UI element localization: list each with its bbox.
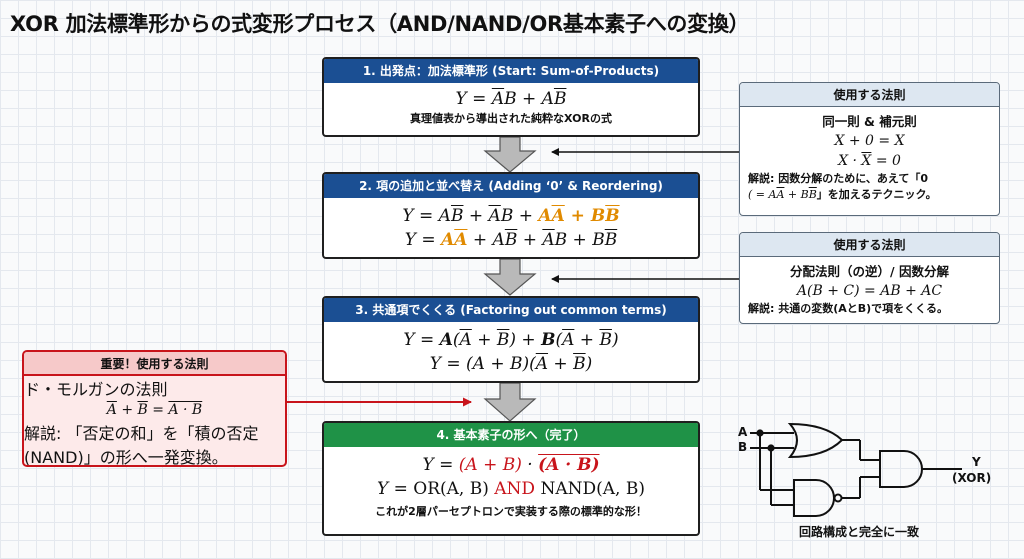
step-2-header: 2. 項の追加と並べ替え (Adding ‘0’ & Reordering)	[324, 174, 698, 198]
rule-box-2: 使用する法則 分配法則（の逆）/ 因数分解 A(B + C) = AB + AC…	[739, 232, 1000, 324]
step-3-equation-1: Y = A(A + B) + B(A + B)	[403, 330, 619, 350]
step-4-box: 4. 基本素子の形へ（完了） Y = (A + B) · (A · B) Y =…	[322, 421, 700, 536]
important-box: 重要！使用する法則 ド・モルガンの法則 A + B = A · B 解説: 「否…	[22, 350, 287, 467]
step-1-box: 1. 出発点：加法標準形 (Start: Sum-of-Products) Y …	[322, 57, 700, 137]
circuit-input-b: B	[738, 440, 748, 454]
flow-arrow-2	[483, 258, 537, 296]
circuit-caption: 回路構成と完全に一致	[799, 525, 920, 539]
rule-1-header: 使用する法則	[740, 83, 999, 107]
step-3-equation-2: Y = (A + B)(A + B)	[429, 354, 593, 374]
rule-1-identity: X + 0 = X	[834, 133, 905, 149]
nand-gate	[793, 479, 835, 517]
step-1-note: 真理値表から導出された純粋なXORの式	[410, 112, 612, 125]
step-1-header: 1. 出発点：加法標準形 (Start: Sum-of-Products)	[324, 59, 698, 83]
page-title: XOR 加法標準形からの式変形プロセス（AND/NAND/OR基本素子への変換）	[10, 12, 750, 36]
step-2-equation-1: Y = AB + AB + AA + BB	[402, 206, 620, 226]
rule-1-explanation-2-text: 」を加えるテクニック。	[816, 188, 937, 201]
rule-2-title: 分配法則（の逆）/ 因数分解	[790, 264, 949, 279]
step-3-box: 3. 共通項でくくる (Factoring out common terms) …	[322, 296, 700, 383]
circuit-output-y: Y	[972, 455, 981, 469]
step-4-note: これが2層パーセプトロンで実装する際の標準的な形！	[375, 505, 647, 518]
xor-circuit	[750, 422, 962, 517]
rule-1-explanation-2: ( = AA + BB」を加えるテクニック。	[748, 188, 937, 201]
rule-2-explanation: 解説: 共通の変数(AとB)で項をくくる。	[748, 302, 948, 315]
important-explanation-2: (NAND)」の形へ一発変換。	[24, 448, 228, 467]
step-1-equation: Y = AB + AB	[455, 89, 567, 109]
step-4-and-label: AND	[494, 479, 536, 499]
step-4-header: 4. 基本素子の形へ（完了）	[324, 423, 698, 447]
de-morgan-equation: A + B = A · B	[106, 402, 203, 418]
step-2-box: 2. 項の追加と並べ替え (Adding ‘0’ & Reordering) Y…	[322, 172, 700, 259]
important-explanation-1: 解説: 「否定の和」を「積の否定	[24, 424, 259, 443]
step-3-header: 3. 共通項でくくる (Factoring out common terms)	[324, 298, 698, 322]
flow-arrow-1	[483, 136, 537, 173]
rule-1-complement: X · X = 0	[838, 153, 901, 169]
rule-box-1: 使用する法則 同一則 & 補元則 X + 0 = X X · X = 0 解説:…	[739, 82, 1000, 216]
step-4-or-term: OR(A, B)	[413, 479, 489, 499]
rule-1-title: 同一則 & 補元則	[822, 114, 917, 129]
or-gate	[787, 422, 844, 459]
flow-arrow-3	[483, 382, 537, 422]
rule-2-distributive: A(B + C) = AB + AC	[796, 283, 943, 299]
important-title: ド・モルガンの法則	[24, 380, 168, 399]
step-4-equation-1: Y = (A + B) · (A · B)	[422, 455, 600, 475]
step-4-nand-term: NAND(A, B)	[540, 479, 645, 499]
step-2-equation-2: Y = AA + AB + AB + BB	[404, 230, 618, 250]
step-4-equation-2: Y = OR(A, B) AND NAND(A, B)	[377, 479, 645, 499]
rule-1-explanation-1: 解説: 因数分解のために、あえて「0	[748, 172, 929, 185]
circuit-input-a: A	[738, 425, 748, 439]
rule-2-header: 使用する法則	[740, 233, 999, 257]
important-header: 重要！使用する法則	[24, 352, 285, 376]
and-gate	[879, 450, 923, 488]
circuit-output-xor: (XOR)	[952, 471, 992, 485]
nand-bubble	[833, 493, 843, 503]
